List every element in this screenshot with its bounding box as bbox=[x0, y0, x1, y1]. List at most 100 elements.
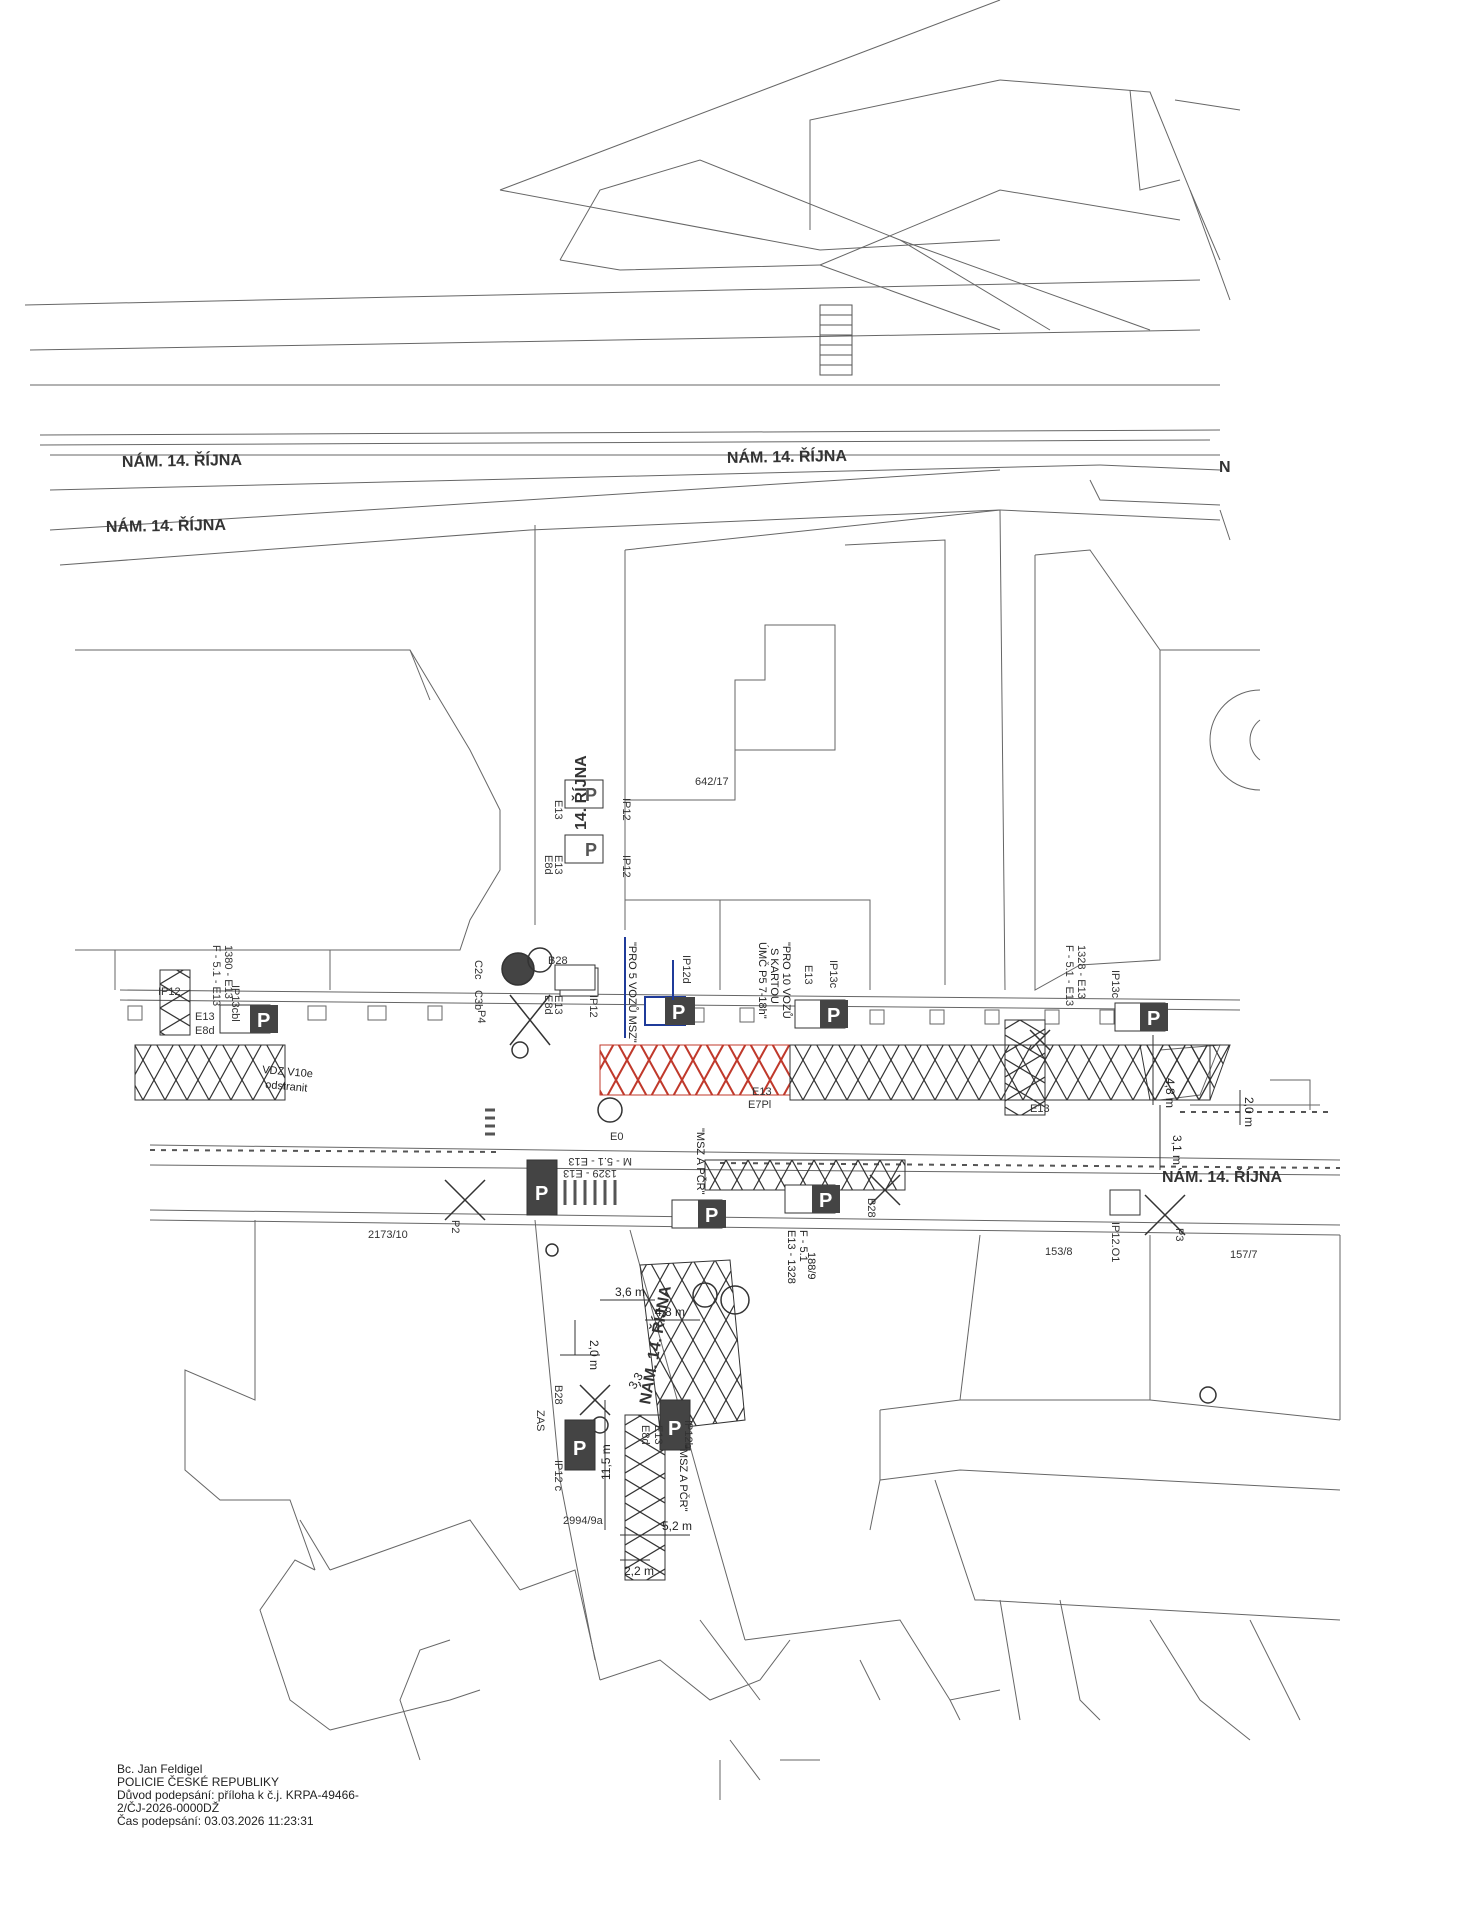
digital-signature-block: Bc. Jan Feldigel POLICIE ČESKÉ REPUBLIKY… bbox=[117, 1763, 359, 1828]
sign-code: IP13cbl bbox=[229, 985, 241, 1022]
sign-code: ZAS bbox=[534, 1410, 546, 1431]
dimension-label: 3,1 m bbox=[1170, 1135, 1184, 1165]
dimension-label: 4,8 m bbox=[1163, 1078, 1177, 1108]
svg-text:P: P bbox=[668, 1418, 681, 1440]
svg-text:P: P bbox=[585, 785, 597, 805]
svg-text:P: P bbox=[819, 1190, 832, 1212]
parking-sign: P bbox=[659, 1399, 691, 1451]
sign-code: E13 bbox=[752, 1086, 772, 1098]
sign-code-labels: IP12 E13 IP12 E13 E8d B28 C2c C3b P4 IP1… bbox=[158, 798, 1185, 1492]
blue-marks bbox=[624, 937, 674, 1038]
street-label: N bbox=[1219, 459, 1231, 476]
note: F - 5.1 bbox=[797, 1230, 809, 1262]
sign-code: B28 bbox=[548, 955, 568, 967]
sign-code: 1380 - E13 bbox=[222, 945, 234, 999]
parking-sign bbox=[1109, 1189, 1141, 1216]
note: E13 - 1328 bbox=[785, 1230, 797, 1284]
sign-code: IP12.O1 bbox=[1109, 1222, 1121, 1262]
street-label: NÁM. 14. ŘÍJNA bbox=[727, 446, 848, 467]
sign-code: IP12d bbox=[680, 955, 692, 984]
parcel-number: 2173/10 bbox=[368, 1229, 408, 1241]
sign-code: M - 5.1 - E13 bbox=[568, 1155, 632, 1167]
sign-code: C3b bbox=[472, 990, 484, 1010]
sign-code: E13 bbox=[552, 995, 564, 1015]
parking-sign: P bbox=[1114, 1002, 1168, 1032]
sign-code: 1328 - E13 bbox=[1075, 945, 1087, 999]
sign-code: E8d bbox=[542, 995, 554, 1015]
sign-code: E13 bbox=[1030, 1103, 1050, 1115]
road-lines-north bbox=[24, 0, 1241, 566]
signer-name: Bc. Jan Feldigel bbox=[117, 1762, 203, 1776]
sign-code: IP12 bbox=[620, 798, 632, 821]
annotation-notes: VDZ V10e odstranit "PRO 5 VOZŮ MSZ" "PRO… bbox=[262, 942, 817, 1512]
dimension-label: 5,2 m bbox=[662, 1519, 692, 1533]
hatched-zones bbox=[134, 969, 1231, 1581]
note: VDZ V10e bbox=[262, 1064, 314, 1080]
sign-code: IP12 bbox=[158, 986, 181, 998]
street-label: NÁM. 14. ŘÍJNA bbox=[122, 450, 243, 471]
note: ÚMČ P5 7-18h" bbox=[756, 942, 769, 1019]
parking-sign: P bbox=[794, 999, 848, 1029]
sign-code: IP12 c bbox=[552, 1460, 564, 1492]
parking-sign: P bbox=[564, 1419, 596, 1471]
sign-code: IP12b bbox=[682, 1420, 694, 1449]
street-label: NÁM. 14. ŘÍJNA bbox=[106, 515, 227, 536]
sign-code: B28 bbox=[552, 1385, 564, 1405]
parking-sign bbox=[554, 964, 596, 991]
parcel-number: 2994/9a bbox=[563, 1515, 604, 1527]
svg-text:P: P bbox=[672, 1002, 685, 1024]
sign-code: P4 bbox=[475, 1010, 487, 1023]
street-label: NÁM. 14. ŘÍJNA bbox=[1162, 1167, 1282, 1186]
signer-organization: POLICIE ČESKÉ REPUBLIKY bbox=[117, 1775, 280, 1789]
dimension-label: 2,2 m bbox=[624, 1564, 654, 1578]
signature-reason-cont: 2/ČJ-2026-0000DŽ bbox=[117, 1801, 220, 1815]
note: "PRO 5 VOZŮ MSZ" bbox=[626, 942, 639, 1043]
sign-code: IP13c bbox=[1109, 970, 1121, 999]
note: "MSZ A PČR" bbox=[694, 1128, 707, 1195]
note: "PRO 10 VOZŮ bbox=[780, 942, 793, 1019]
parking-signs: P P P P P P P P P P P P bbox=[219, 779, 1168, 1471]
svg-text:P: P bbox=[705, 1205, 718, 1227]
sign-code: E8d bbox=[542, 855, 554, 875]
dimension-label: 4,8 m bbox=[655, 1305, 685, 1319]
parking-sign: P bbox=[644, 996, 695, 1026]
parcel-number: 157/7 bbox=[1230, 1249, 1258, 1261]
dimension-lines bbox=[560, 1035, 1241, 1561]
parking-sign: P bbox=[526, 1159, 558, 1216]
street-labels: NÁM. 14. ŘÍJNA NÁM. 14. ŘÍJNA N NÁM. 14.… bbox=[106, 446, 1283, 1406]
parcel-number: 153/8 bbox=[1045, 1246, 1073, 1258]
sign-code: E8d bbox=[639, 1425, 651, 1445]
sign-code: 1329 - E13 bbox=[563, 1167, 617, 1179]
parcel-number: 642/17 bbox=[695, 776, 729, 788]
dimension-label: 2,0 m bbox=[1242, 1097, 1256, 1127]
note: odstranit bbox=[265, 1079, 308, 1095]
note: "MSZ A PČR" bbox=[677, 1445, 690, 1512]
sign-code: E7Pl bbox=[748, 1099, 771, 1111]
parking-sign: P bbox=[564, 779, 604, 809]
stairs bbox=[819, 304, 853, 376]
sign-code: E13 bbox=[552, 800, 564, 820]
sign-code: IP12 bbox=[620, 855, 632, 878]
svg-text:P: P bbox=[585, 840, 597, 860]
signature-reason: Důvod podepsání: příloha k č.j. KRPA-494… bbox=[117, 1788, 359, 1802]
street-label: 14. ŘÍJNA bbox=[571, 755, 590, 830]
svg-text:P: P bbox=[535, 1183, 548, 1205]
dimension-label: 3,6 m bbox=[615, 1285, 645, 1299]
parking-sign: P bbox=[564, 834, 604, 864]
sign-code: F - 5.1 - E13 bbox=[210, 945, 222, 1006]
dimension-label: 11,5 m bbox=[599, 1444, 613, 1480]
sign-code: E13 bbox=[195, 1011, 215, 1023]
cross-out-markers bbox=[444, 994, 1186, 1416]
sign-code: P3 bbox=[1173, 1228, 1185, 1241]
building-outlines bbox=[75, 509, 1341, 1800]
note: S KARTOU bbox=[768, 948, 780, 1004]
crosswalk bbox=[485, 1108, 617, 1205]
parking-sign: P bbox=[784, 1184, 840, 1214]
parking-sign: P bbox=[671, 1199, 726, 1229]
sign-code: C2c bbox=[472, 960, 484, 980]
parking-sign: P bbox=[219, 1004, 278, 1034]
sign-code: E13 bbox=[802, 965, 814, 985]
dimension-labels: 4,8 m 2,0 m 3,1 m 3,6 m 2,0 m 4,8 m 3,3 … bbox=[587, 1078, 1256, 1578]
svg-text:P: P bbox=[1147, 1008, 1160, 1030]
